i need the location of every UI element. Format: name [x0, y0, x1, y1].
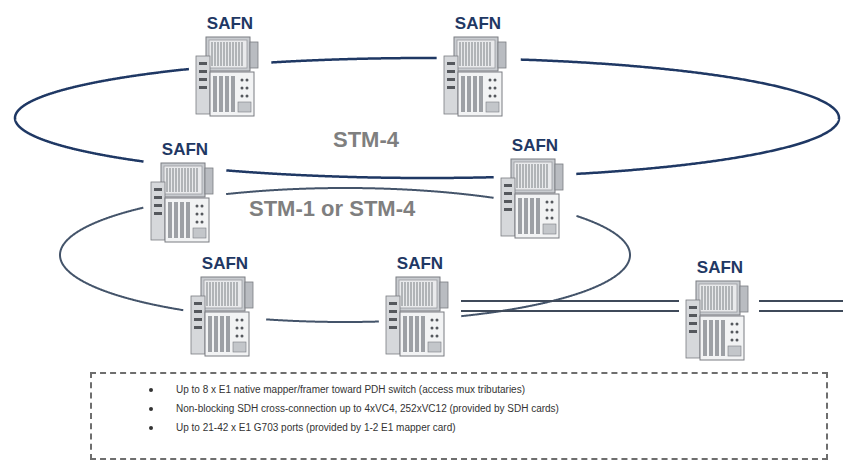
- device-picture: [444, 37, 506, 116]
- node-name: SAFN: [679, 258, 761, 278]
- network-element: SAFN: [494, 136, 576, 240]
- bullet-dot: [149, 388, 153, 392]
- device-picture: [501, 159, 563, 238]
- ring-segment: [271, 58, 436, 62]
- note-text: Non-blocking SDH cross-connection up to …: [176, 399, 816, 418]
- node-name: SAFN: [144, 140, 226, 160]
- network-element: SAFN: [437, 14, 519, 118]
- ring-segment: [226, 170, 493, 178]
- device-picture: [147, 162, 217, 244]
- linear-link: [461, 301, 679, 311]
- node-name: SAFN: [184, 254, 266, 274]
- network-element: SAFN: [184, 254, 266, 358]
- device-picture: [192, 36, 262, 118]
- ring-segment: [266, 319, 379, 322]
- network-element: SAFN: [679, 258, 761, 362]
- device-picture: [686, 281, 748, 360]
- device-picture: [191, 277, 253, 356]
- device-picture: [187, 276, 257, 358]
- link-line: [759, 300, 843, 302]
- network-element: SAFN: [144, 140, 226, 244]
- bullet-dot: [149, 426, 153, 430]
- device-picture: [382, 276, 452, 358]
- device-picture: [440, 36, 510, 118]
- device-picture: [151, 163, 213, 242]
- device-picture: [386, 277, 448, 356]
- device-picture: [196, 37, 258, 116]
- node-name: SAFN: [379, 254, 461, 274]
- ring-rate-label: STM-1 or STM-4: [246, 196, 418, 222]
- ring-rate-label: STM-4: [330, 127, 402, 153]
- node-name: SAFN: [189, 14, 271, 34]
- node-name: SAFN: [437, 14, 519, 34]
- note-text: Up to 21-42 x E1 G703 ports (provided by…: [176, 418, 816, 437]
- node-name: SAFN: [494, 136, 576, 156]
- ring-segment: [521, 60, 839, 174]
- outgoing-link: [759, 301, 843, 311]
- network-element: SAFN: [189, 14, 271, 118]
- link-line: [759, 310, 843, 312]
- device-picture: [497, 158, 567, 240]
- network-element: SAFN: [379, 254, 461, 358]
- device-picture: [682, 280, 752, 362]
- note-text: Up to 8 x E1 native mapper/framer toward…: [176, 380, 816, 399]
- notes-box: Up to 8 x E1 native mapper/framer toward…: [90, 372, 828, 460]
- bullet-dot: [149, 407, 153, 411]
